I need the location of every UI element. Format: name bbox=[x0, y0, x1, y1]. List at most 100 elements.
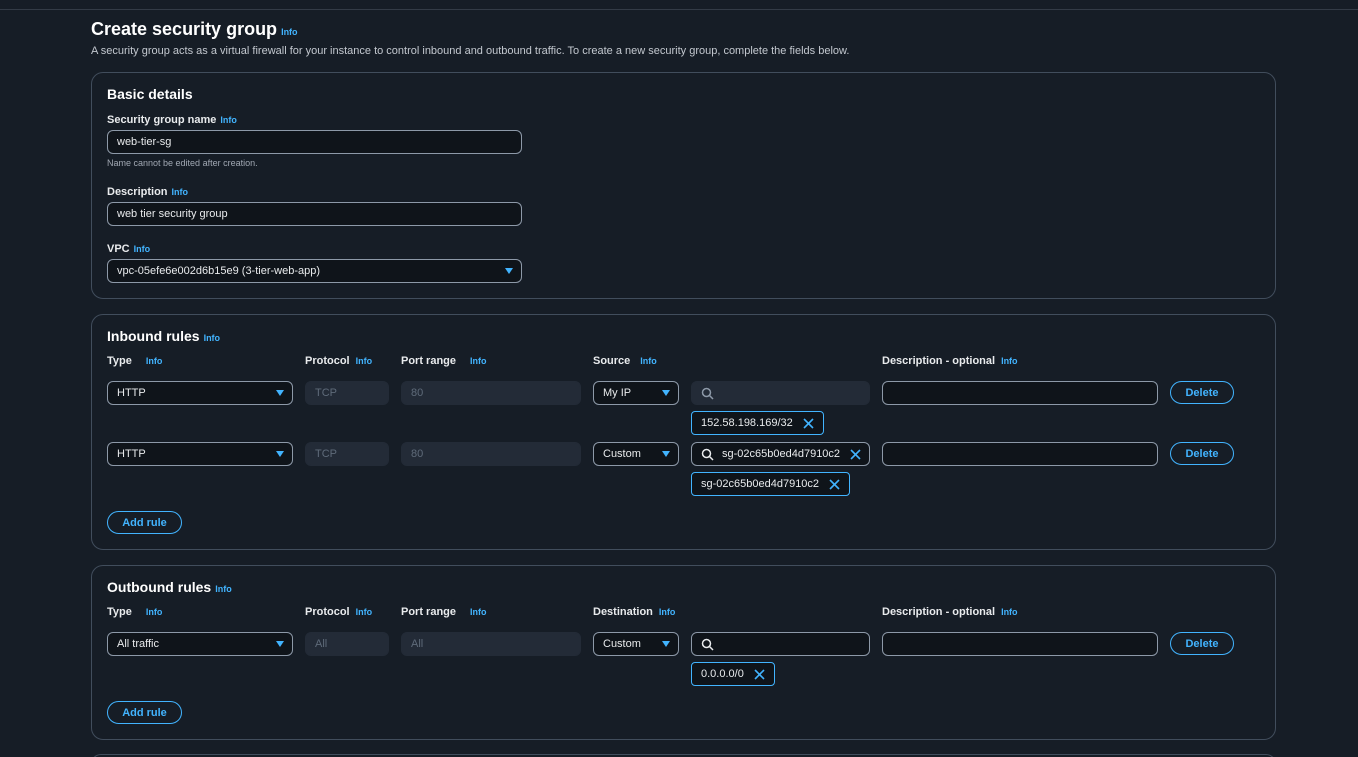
vpc-select[interactable]: vpc-05efe6e002d6b15e9 (3-tier-web-app) bbox=[107, 259, 522, 283]
info-link[interactable]: Info bbox=[220, 115, 237, 125]
source-token: 152.58.198.169/32 bbox=[691, 411, 824, 435]
rule-description-input[interactable] bbox=[882, 381, 1158, 405]
delete-button[interactable]: Delete bbox=[1170, 632, 1234, 655]
caret-down-icon bbox=[505, 268, 513, 274]
port-range-field: 80 bbox=[401, 381, 581, 405]
info-link[interactable]: Info bbox=[145, 356, 163, 366]
field-value: All bbox=[411, 638, 424, 650]
page-description: A security group acts as a virtual firew… bbox=[91, 45, 850, 57]
rule-description-input[interactable] bbox=[882, 632, 1158, 656]
source-select[interactable]: My IP bbox=[593, 381, 679, 405]
delete-button[interactable]: Delete bbox=[1170, 442, 1234, 465]
info-link[interactable]: Info bbox=[470, 607, 487, 617]
input-value: web-tier-sg bbox=[117, 136, 172, 148]
info-link[interactable]: Info bbox=[203, 333, 221, 343]
destination-search-input[interactable] bbox=[691, 632, 870, 656]
rule-description-input[interactable] bbox=[882, 442, 1158, 466]
select-value: Custom bbox=[603, 448, 641, 460]
field-value: All bbox=[315, 638, 328, 650]
select-value: HTTP bbox=[117, 387, 146, 399]
info-link[interactable]: Info bbox=[171, 187, 189, 197]
field-value: TCP bbox=[315, 448, 337, 460]
field-value: 80 bbox=[411, 387, 424, 399]
input-value: web tier security group bbox=[117, 208, 228, 220]
token-label: sg-02c65b0ed4d7910c2 bbox=[701, 478, 820, 490]
select-value: Custom bbox=[603, 638, 641, 650]
add-rule-button[interactable]: Add rule bbox=[107, 701, 182, 724]
type-select[interactable]: HTTP bbox=[107, 442, 293, 466]
select-value: vpc-05efe6e002d6b15e9 (3-tier-web-app) bbox=[117, 265, 321, 277]
field-value: 80 bbox=[411, 448, 424, 460]
close-icon[interactable] bbox=[803, 417, 814, 429]
description-input[interactable]: web tier security group bbox=[107, 202, 522, 226]
source-select[interactable]: Custom bbox=[593, 442, 679, 466]
info-link[interactable]: Info bbox=[215, 584, 232, 594]
top-divider bbox=[0, 9, 1358, 10]
caret-down-icon bbox=[662, 641, 670, 647]
port-range-field: All bbox=[401, 632, 581, 656]
search-icon bbox=[701, 638, 714, 651]
info-link[interactable]: Info bbox=[1001, 356, 1018, 366]
info-link[interactable]: Info bbox=[145, 607, 163, 617]
protocol-field: TCP bbox=[305, 442, 389, 466]
basic-details-title: Basic details bbox=[107, 86, 193, 102]
close-icon[interactable] bbox=[829, 478, 840, 490]
delete-button[interactable]: Delete bbox=[1170, 381, 1234, 404]
search-icon bbox=[701, 387, 714, 400]
field-value: TCP bbox=[315, 387, 337, 399]
info-link[interactable]: Info bbox=[281, 27, 298, 37]
port-range-field: 80 bbox=[401, 442, 581, 466]
caret-down-icon bbox=[662, 390, 670, 396]
info-link[interactable]: Info bbox=[658, 607, 676, 617]
caret-down-icon bbox=[276, 390, 284, 396]
info-link[interactable]: Info bbox=[470, 356, 487, 366]
select-value: All traffic bbox=[117, 638, 159, 650]
info-link[interactable]: Info bbox=[355, 356, 373, 366]
name-hint: Name cannot be edited after creation. bbox=[107, 158, 258, 168]
info-link[interactable]: Info bbox=[1001, 607, 1018, 617]
info-link[interactable]: Info bbox=[355, 607, 373, 617]
destination-token: 0.0.0.0/0 bbox=[691, 662, 775, 686]
type-select[interactable]: HTTP bbox=[107, 381, 293, 405]
info-link[interactable]: Info bbox=[133, 244, 151, 254]
source-search-input[interactable] bbox=[691, 381, 870, 405]
search-icon bbox=[701, 448, 714, 461]
add-rule-button[interactable]: Add rule bbox=[107, 511, 182, 534]
caret-down-icon bbox=[276, 451, 284, 457]
source-search-input[interactable]: sg-02c65b0ed4d7910c2 bbox=[691, 442, 870, 466]
clear-icon[interactable] bbox=[850, 449, 861, 460]
info-link[interactable]: Info bbox=[640, 356, 657, 366]
select-value: HTTP bbox=[117, 448, 146, 460]
source-token: sg-02c65b0ed4d7910c2 bbox=[691, 472, 851, 496]
token-label: 0.0.0.0/0 bbox=[701, 668, 744, 680]
caret-down-icon bbox=[662, 451, 670, 457]
security-group-name-input[interactable]: web-tier-sg bbox=[107, 130, 522, 154]
destination-select[interactable]: Custom bbox=[593, 632, 679, 656]
input-value: sg-02c65b0ed4d7910c2 bbox=[722, 448, 841, 460]
protocol-field: All bbox=[305, 632, 389, 656]
protocol-field: TCP bbox=[305, 381, 389, 405]
caret-down-icon bbox=[276, 641, 284, 647]
close-icon[interactable] bbox=[754, 668, 765, 680]
select-value: My IP bbox=[603, 387, 632, 399]
type-select[interactable]: All traffic bbox=[107, 632, 293, 656]
